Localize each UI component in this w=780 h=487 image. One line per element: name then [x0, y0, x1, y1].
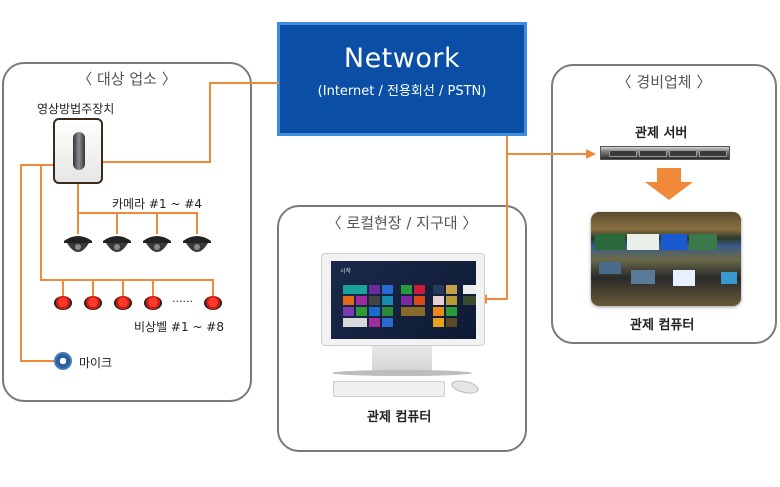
wire-dvr-left: [20, 164, 53, 166]
camera-icon: [143, 236, 171, 252]
dvr-label: 영상방법주장치: [37, 102, 115, 116]
wire-camera-bus: [77, 212, 198, 214]
emergency-bell-icon: [54, 296, 72, 310]
camera-icon: [64, 236, 92, 252]
wire-camera-4: [196, 212, 198, 234]
server-rack-icon: [600, 146, 730, 160]
wire-bell-1: [62, 279, 64, 296]
wire-camera-v: [77, 184, 79, 234]
bell-ellipsis: ......: [172, 292, 193, 305]
camera-icon: [103, 236, 131, 252]
control-room-photo: [591, 212, 741, 306]
wire-bell-3: [122, 279, 124, 296]
security-computer-label: 관제 컴퓨터: [630, 318, 695, 333]
arrow-to-server-icon: [586, 149, 596, 159]
wire-bell-bus: [40, 279, 214, 281]
network-subtitle: (Internet / 전용회선 / PSTN): [317, 84, 487, 99]
emergency-bell-icon: [114, 296, 132, 310]
security-panel-title: 〈 경비업체 〉: [616, 73, 712, 91]
wire-camera-2: [116, 212, 118, 234]
wire-dvr-network-h2: [209, 82, 279, 84]
wire-network-down: [506, 136, 508, 300]
site-panel-title: 〈 대상 업소 〉: [77, 70, 177, 88]
emergency-bell-icon: [144, 296, 162, 310]
wire-network-local: [486, 298, 508, 300]
local-computer-label: 관제 컴퓨터: [367, 410, 432, 425]
server-label: 관제 서버: [635, 126, 688, 141]
down-arrow-icon: [645, 168, 693, 200]
local-panel-title: 〈 로컬현장 / 지구대 〉: [326, 214, 478, 232]
wire-dvr-network-v: [209, 82, 211, 163]
network-title: Network: [343, 43, 461, 74]
desktop-computer-icon: 시작: [321, 253, 485, 346]
network-box: Network (Internet / 전용회선 / PSTN): [277, 22, 527, 136]
camera-label: 카메라 #1 ~ #4: [112, 197, 202, 211]
mic-label: 마이크: [79, 356, 113, 370]
wire-network-server: [506, 153, 588, 155]
dvr-device-icon: [53, 118, 103, 184]
computer-screen: 시작: [331, 261, 476, 339]
microphone-icon: [54, 352, 72, 370]
computer-base: [332, 370, 472, 376]
wire-mic-h: [20, 360, 56, 362]
emergency-bell-icon: [84, 296, 102, 310]
wire-bell-v: [40, 164, 42, 280]
keyboard-icon: [333, 381, 445, 397]
wire-mic-v: [20, 164, 22, 361]
wire-bell-4: [152, 279, 154, 296]
emergency-bell-icon: [204, 296, 222, 310]
bell-label: 비상벨 #1 ~ #8: [134, 320, 224, 334]
screen-start-text: 시작: [340, 268, 352, 275]
wire-dvr-network-h1: [103, 161, 210, 163]
wire-bell-2: [92, 279, 94, 296]
local-panel: 〈 로컬현장 / 지구대 〉: [277, 205, 527, 452]
camera-icon: [183, 236, 211, 252]
wire-camera-3: [156, 212, 158, 234]
wire-bell-8: [212, 279, 214, 296]
